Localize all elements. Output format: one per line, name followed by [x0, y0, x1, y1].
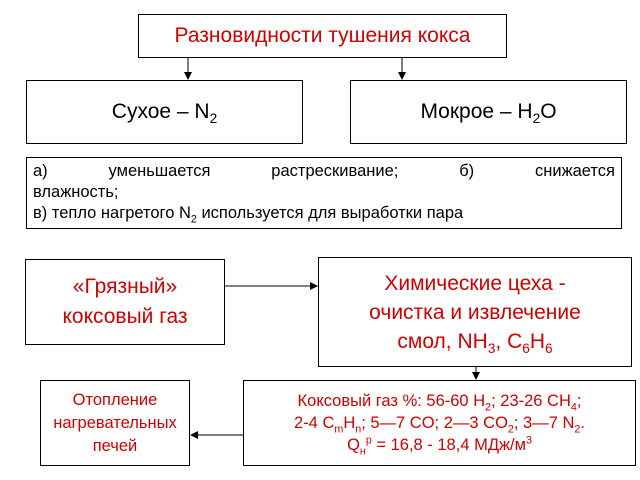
title-box: Разновидности тушения кокса [138, 14, 507, 58]
dry-quenching-box: Сухое – N2 [26, 80, 303, 144]
wet-quenching-box: Мокрое – H2O [350, 80, 627, 144]
wet-label: Мокрое – H2O [420, 100, 557, 127]
heating-line-1: Отопление [72, 390, 158, 409]
coke-gas-composition-box: Коксовый газ %: 56-60 H2; 23-26 CH4; 2-4… [243, 380, 636, 466]
dry-label: Сухое – N2 [111, 100, 218, 127]
chemical-shops-box: Химические цеха - очистка и извлечение с… [318, 257, 632, 367]
chem-line-1: Химические цеха - [384, 271, 566, 295]
dry-quenching-notes: а) уменьшается растрескивание; б) снижае… [26, 157, 622, 229]
dirty-gas-line-2: коксовый газ [62, 305, 188, 328]
heating-line-2: нагревательных [53, 413, 177, 432]
cokegas-line-1: Коксовый газ %: 56-60 H2; 23-26 CH4; [297, 392, 582, 414]
cokegas-line-3: Qнр = 16,8 - 18,4 МДж/м3 [347, 434, 532, 458]
dirty-gas-line-1: «Грязный» [72, 275, 178, 298]
note-line-3: в) тепло нагретого N2 используется для в… [33, 204, 464, 226]
heating-line-3: печей [92, 436, 138, 455]
title-text: Разновидности тушения кокса [174, 24, 471, 47]
note-line-2: влажность; [33, 183, 119, 201]
note-line-1: а) уменьшается растрескивание; б) снижае… [33, 162, 615, 180]
dirty-coke-gas-box: «Грязный» коксовый газ [25, 259, 225, 345]
furnace-heating-box: Отопление нагревательных печей [40, 380, 190, 466]
cokegas-line-2: 2-4 CmHn; 5—7 CO; 2—3 CO2; 3—7 N2. [294, 414, 585, 436]
chem-line-2: очистка и извлечение [369, 300, 581, 324]
chem-line-3: смол, NH3, C6H6 [397, 329, 553, 356]
